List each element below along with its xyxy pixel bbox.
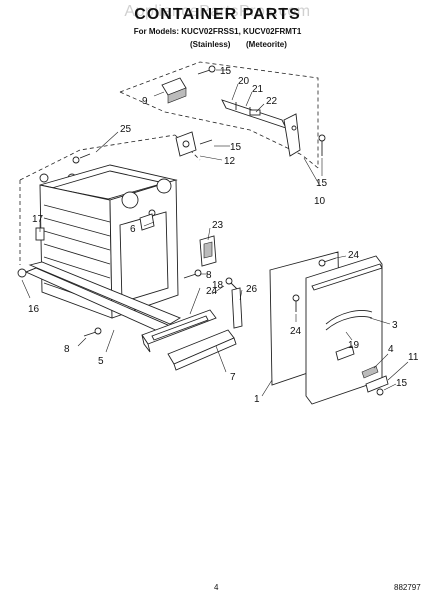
callout-12: 12 xyxy=(224,156,236,167)
screw-16 xyxy=(17,267,37,278)
callout-7: 7 xyxy=(230,372,236,383)
bracket-12 xyxy=(175,131,213,157)
page-title: CONTAINER PARTS xyxy=(134,6,301,23)
screw-24-door-left xyxy=(292,294,300,312)
screw-8-bottom xyxy=(83,327,102,337)
handle-bracket-18 xyxy=(141,309,217,353)
upper-dashed-frame xyxy=(119,61,319,169)
callout-15-d: 15 xyxy=(396,378,408,389)
bracket-6 xyxy=(139,213,155,231)
callout-19: 19 xyxy=(348,340,360,351)
top-bracket xyxy=(161,77,187,104)
callout-26: 26 xyxy=(246,284,258,295)
door-panel-3 xyxy=(305,255,383,405)
screw-24-middle xyxy=(225,277,239,291)
page-number: 4 xyxy=(214,583,219,592)
callout-17: 17 xyxy=(32,214,44,225)
callout-6: 6 xyxy=(130,224,136,235)
callout-22: 22 xyxy=(266,96,278,107)
strip-26 xyxy=(231,287,243,329)
callout-24-c: 24 xyxy=(290,326,302,337)
screw-15-top xyxy=(197,65,216,75)
watermark: AppliancePartsPros.com xyxy=(124,3,311,20)
leader-lines xyxy=(21,69,409,397)
callout-1: 1 xyxy=(254,394,260,405)
screw-15-right xyxy=(318,134,326,156)
callout-15-a: 15 xyxy=(220,66,232,77)
callout-8-b: 8 xyxy=(64,344,70,355)
cutting-rail xyxy=(221,99,301,157)
callout-24-b: 24 xyxy=(348,250,360,261)
callout-11: 11 xyxy=(408,352,419,363)
callout-21: 21 xyxy=(252,84,264,95)
screw-24-door-top xyxy=(318,257,337,267)
callout-24-a: 24 xyxy=(206,286,218,297)
callout-16: 16 xyxy=(28,304,40,315)
callout-18: 18 xyxy=(212,280,224,291)
variant-stainless: (Stainless) xyxy=(190,40,231,49)
badge-11 xyxy=(365,375,389,393)
callout-9: 9 xyxy=(142,96,148,107)
callout-23: 23 xyxy=(212,220,224,231)
variant-meteorite: (Meteorite) xyxy=(246,40,287,49)
screw-15-door xyxy=(376,388,384,396)
callout-15-c: 15 xyxy=(316,178,328,189)
trim-4 xyxy=(361,365,379,379)
handle-7 xyxy=(167,329,237,371)
callout-5: 5 xyxy=(98,356,104,367)
callout-10: 10 xyxy=(314,196,326,207)
model-list: For Models: KUCV02FRSS1, KUCV02FRMT1 xyxy=(133,27,302,36)
callout-25: 25 xyxy=(120,124,132,135)
screw-8-middle xyxy=(183,269,202,279)
callout-4: 4 xyxy=(388,344,394,355)
latch-23 xyxy=(199,235,217,267)
callout-20: 20 xyxy=(238,76,250,87)
callout-labels: 15 9 20 21 22 25 15 12 15 10 17 6 23 8 2… xyxy=(28,66,419,405)
callout-15-b: 15 xyxy=(230,142,242,153)
document-number: 882797 xyxy=(394,583,421,592)
callout-8-a: 8 xyxy=(206,270,212,281)
callout-3: 3 xyxy=(392,320,398,331)
